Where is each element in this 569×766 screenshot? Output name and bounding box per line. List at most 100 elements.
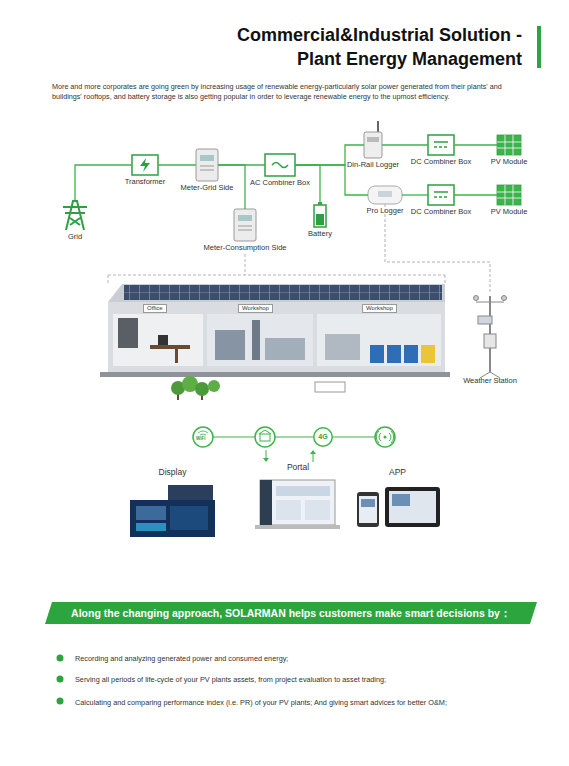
app-devices-part: [389, 491, 436, 523]
network-row-part: [263, 458, 269, 462]
power-wire: [75, 165, 132, 200]
text-holder: APP: [389, 468, 406, 478]
node-label: Battery: [308, 230, 332, 239]
weather-station-icon-part: [484, 334, 496, 348]
portal-laptop: [255, 480, 340, 529]
trees-part: [195, 382, 209, 396]
network-row-part: [213, 436, 255, 437]
node-label: Display: [159, 468, 187, 478]
room-tag: Workshop: [238, 304, 273, 313]
grid-tower: [63, 201, 87, 230]
network-row-part: [313, 453, 314, 462]
factory-building-part: [207, 314, 313, 366]
power-wire: [402, 194, 428, 195]
bullet-dots-part: [57, 655, 64, 662]
display-screens-part: [136, 506, 166, 520]
logger-icon-part: [364, 132, 382, 158]
network-row: [193, 427, 395, 462]
meter-icon: [234, 209, 256, 241]
portal-node: Portal: [258, 480, 338, 530]
text-holder: Along the changing approach, SOLARMAN he…: [45, 602, 537, 624]
ac-combiner-icon: [265, 154, 295, 176]
text-holder: PV Module: [491, 158, 528, 167]
factory-building-part: [175, 349, 178, 363]
meter-icon-part: [196, 149, 218, 181]
transformer-icon: [132, 155, 158, 175]
factory-building-part: [108, 284, 445, 302]
text-holder: Din-Rail Logger: [347, 161, 399, 170]
gate: [315, 382, 345, 392]
pv-module-icon-part: [513, 185, 514, 205]
data-link: [385, 204, 490, 292]
banner-band: Along the changing approach, SOLARMAN he…: [45, 602, 537, 624]
grid-node: Grid: [62, 200, 88, 230]
network-row-part: [259, 430, 271, 434]
bullet-text: Serving all periods of life-cycle of you…: [75, 675, 505, 685]
meter-icon: [196, 149, 218, 181]
pv-module-icon-part: [513, 135, 514, 155]
factory-building-part: [215, 330, 245, 360]
meter-icon-part: [200, 170, 214, 171]
text-holder: Transformer: [125, 178, 166, 187]
network-row-part: [375, 427, 395, 447]
app-devices-part: [361, 499, 375, 507]
node-label: Din-Rail Logger: [347, 161, 399, 170]
logger-icon-part: [378, 191, 392, 197]
network-row-part: [310, 450, 316, 454]
network-row-part: [333, 436, 375, 437]
dc-combiner-icon: [428, 135, 454, 155]
title-bar: [537, 26, 541, 68]
factory-building-part: [325, 334, 360, 360]
network-row-part: [384, 436, 387, 439]
text-holder: Grid: [68, 233, 82, 242]
logger-node: Din-Rail Logger: [364, 132, 382, 158]
meter-icon-part: [238, 215, 252, 221]
node-label: Grid: [68, 233, 82, 242]
power-wire: [218, 164, 265, 165]
weather-station-icon-part: [474, 296, 479, 301]
pv-module-icon-part: [497, 185, 521, 205]
factory-building-part: [150, 345, 190, 349]
node-label: Meter-Grid Side: [181, 184, 234, 193]
app-devices-part: [357, 492, 379, 527]
bullet-dots-part: [57, 676, 64, 683]
factory-building-part: [118, 318, 138, 348]
weather-station-node: Weather Station: [470, 292, 510, 374]
logger-icon: [364, 121, 382, 158]
network-row-part: [198, 431, 208, 435]
text-holder: PV Module: [491, 208, 528, 217]
text-holder: DC Combiner Box: [411, 208, 471, 217]
weather-station-icon-part: [502, 296, 507, 301]
dashed-link: [108, 254, 445, 284]
dashed-link-part: [108, 254, 445, 284]
network-row-part: [260, 434, 270, 441]
trees-part: [208, 380, 220, 392]
bullet-dots-part: [57, 698, 64, 705]
transformer-icon-part: [132, 155, 158, 175]
display-screens-part: [136, 523, 166, 531]
display-node: Display: [130, 485, 215, 537]
bullet-text: Recording and analyzing generated power …: [75, 654, 505, 664]
network-circle: 4G: [313, 427, 333, 447]
app-node: APP: [355, 485, 440, 529]
circle-outline: [314, 428, 333, 447]
trees: [171, 376, 220, 400]
node-label: AC Combiner Box: [250, 179, 310, 188]
meter-node: Meter-Grid Side: [196, 149, 218, 181]
logger-node: Pro Logger: [368, 186, 402, 204]
app-devices: [357, 487, 440, 527]
factory-building-part: [317, 314, 441, 366]
logger-icon: [368, 186, 402, 204]
transformer-node: Transformer: [132, 155, 158, 175]
text-holder: Weather Station: [463, 377, 517, 386]
combiner-node: AC Combiner Box: [265, 154, 295, 176]
factory-building-part: [370, 345, 384, 363]
factory-building-part: [387, 345, 401, 363]
pv-node: PV Module: [497, 185, 521, 205]
dc-combiner-icon-part: [428, 185, 454, 205]
display-screens-part: [130, 500, 215, 537]
weather-station-icon-part: [478, 316, 492, 324]
node-label: Meter-Consumption Side: [204, 244, 287, 253]
pv-module-icon-part: [505, 135, 506, 155]
